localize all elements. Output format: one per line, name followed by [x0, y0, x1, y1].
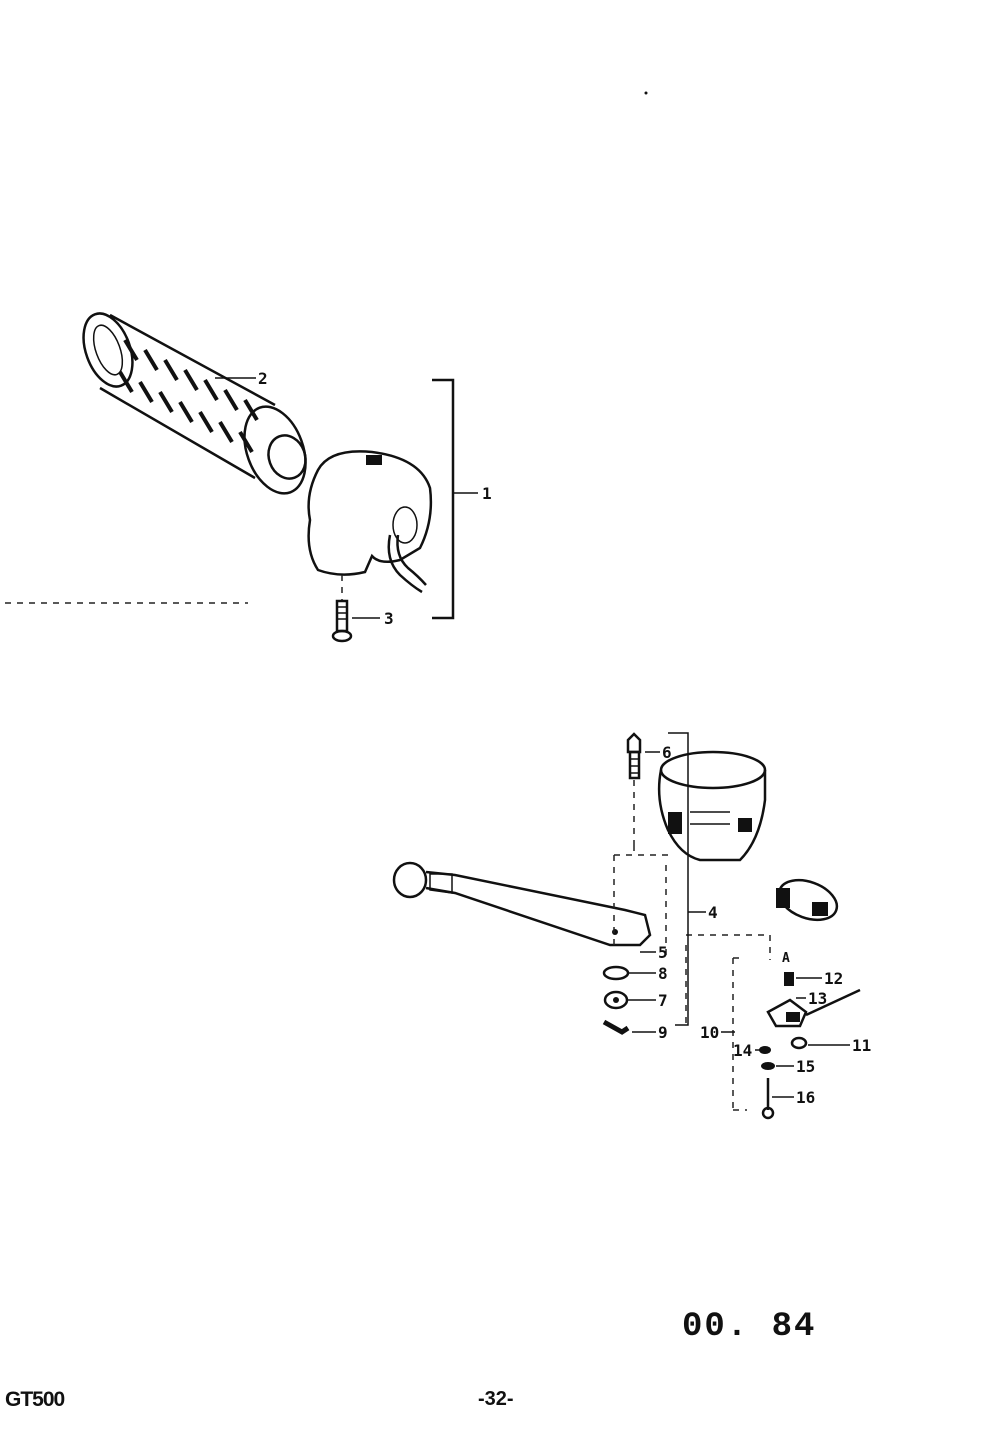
brake-lever-part-5 — [392, 861, 652, 947]
label-part-16: 16 — [796, 1088, 815, 1107]
page-number: -32- — [478, 1388, 514, 1410]
throttle-housing — [307, 450, 433, 600]
marker-a: A — [782, 951, 790, 966]
assembly-line-cover — [686, 934, 771, 960]
assembly-lines-lever — [613, 845, 669, 960]
throttle-grip-part-2 — [82, 312, 307, 495]
label-part-8: 8 — [658, 964, 668, 983]
label-part-2: 2 — [258, 369, 268, 388]
bracket-part-9 — [668, 732, 689, 1026]
label-part-3: 3 — [384, 609, 394, 628]
washers-parts-7-8-9 — [602, 965, 630, 1035]
label-part-12: 12 — [824, 969, 843, 988]
label-part-13: 13 — [808, 989, 827, 1008]
label-part-14: 14 — [733, 1041, 752, 1060]
label-part-9: 9 — [658, 1023, 668, 1042]
label-part-11: 11 — [852, 1036, 871, 1055]
label-part-15: 15 — [796, 1057, 815, 1076]
label-part-5: 5 — [658, 943, 668, 962]
brake-lever-holder — [657, 750, 767, 862]
label-part-6: 6 — [662, 743, 672, 762]
screw-part-3 — [331, 599, 353, 643]
lever-cover-part-10 — [732, 957, 747, 1111]
revision-stamp: 00. 84 — [682, 1308, 817, 1346]
bracket-part-1 — [432, 378, 455, 620]
label-part-4: 4 — [708, 903, 718, 922]
label-part-1: 1 — [482, 484, 492, 503]
switch-parts-11-16 — [759, 972, 861, 1120]
label-part-10: 10 — [700, 1023, 719, 1042]
brake-switch — [776, 878, 839, 922]
model-name: GT500 — [5, 1388, 65, 1411]
pivot-bolt-part-6 — [626, 732, 642, 845]
label-part-7: 7 — [658, 991, 668, 1010]
